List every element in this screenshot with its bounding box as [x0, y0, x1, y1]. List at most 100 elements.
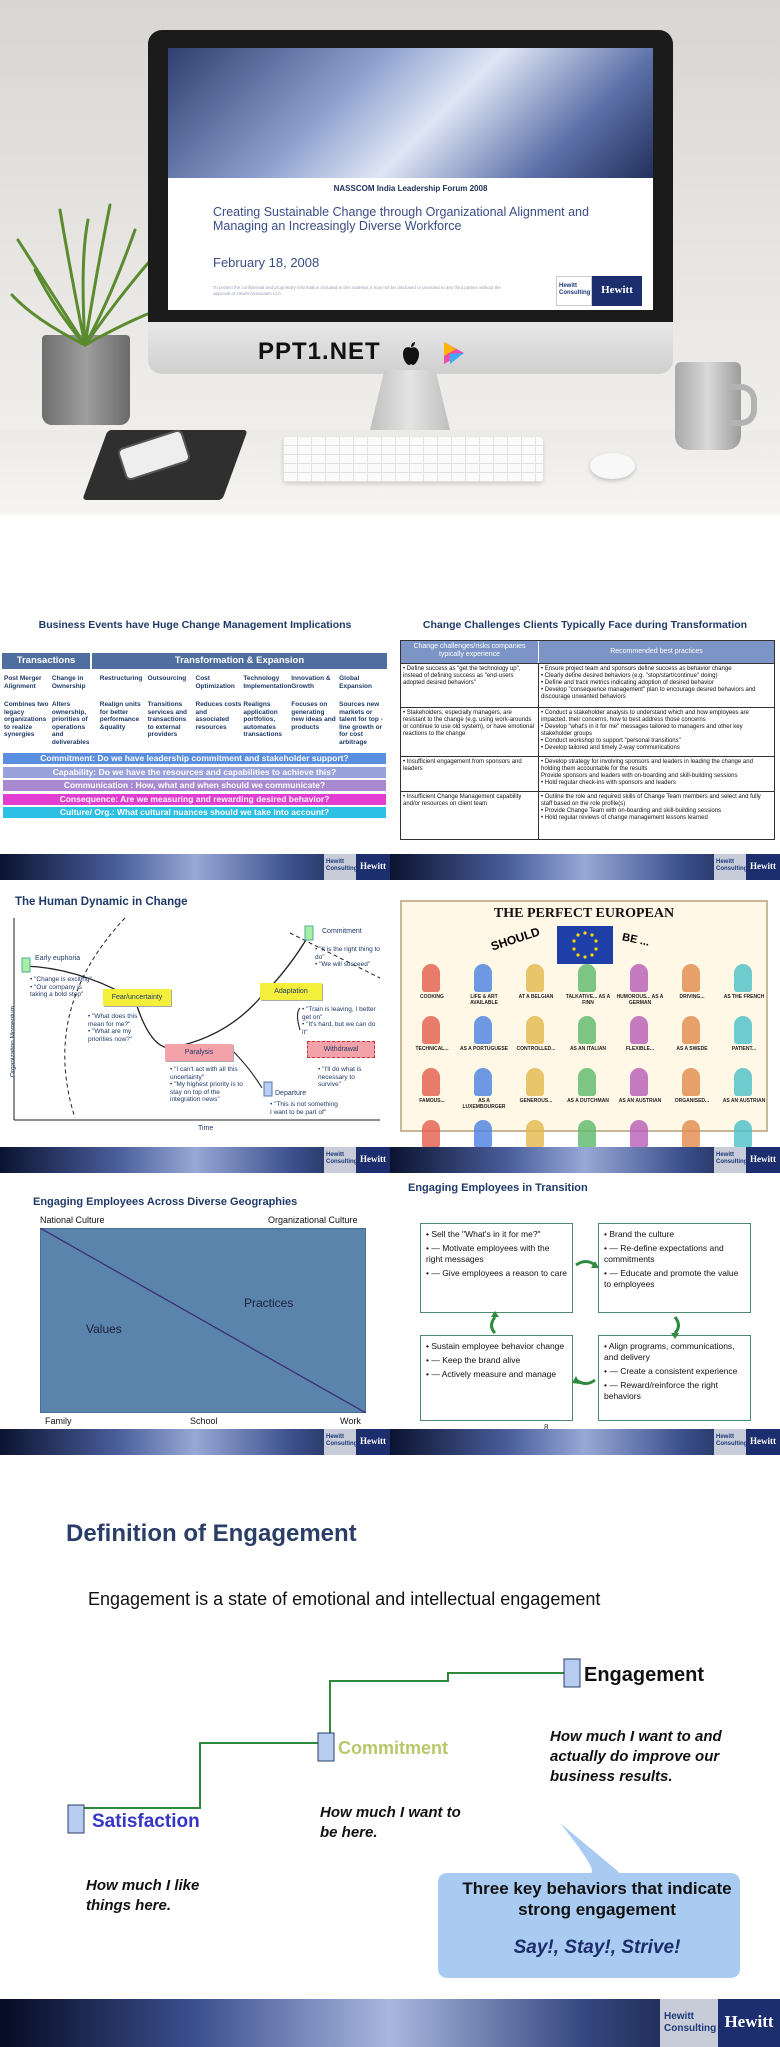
callout-say-stay-strive: Say!, Stay!, Strive!: [513, 1937, 681, 1958]
footer-hewitt: Hewitt: [746, 1429, 780, 1455]
table-cell-practice: • Ensure project team and sponsors defin…: [538, 663, 774, 707]
slide-date: February 18, 2008: [213, 255, 320, 270]
event-column-head: Outsourcing: [147, 675, 187, 682]
table-cell-practice: • Outline the role and required skills o…: [538, 791, 774, 839]
box-line: • — Educate and promote the value to emp…: [604, 1268, 739, 1289]
cartoon-caption: AS A LUXEMBOURGER: [462, 1098, 506, 1110]
footer-consulting: Hewitt Consulting: [324, 854, 357, 880]
footer-consulting: Hewitt Consulting: [714, 1147, 747, 1173]
footer-consulting: Hewitt Consulting: [714, 854, 747, 880]
poster-title: THE PERFECT EUROPEAN: [493, 906, 675, 921]
slide-diverse-geographies: Engaging Employees Across Diverse Geogra…: [0, 1180, 390, 1455]
poster-be: BE ...: [621, 931, 651, 949]
table-cell-challenge: • Define success as "get the technology …: [401, 663, 538, 707]
cartoon-figure: [630, 1068, 648, 1096]
box-line: • — Reward/reinforce the right behaviors: [604, 1380, 718, 1401]
cartoon-figure: [734, 1120, 752, 1148]
table-cell-practice: • Conduct a stakeholder analysis to unde…: [538, 707, 774, 756]
cartoon-figure: [526, 1016, 544, 1044]
slide-hero-photo: [168, 48, 653, 178]
cartoon-figure: [422, 1120, 440, 1148]
event-column-body: Realigns application portfolios, automat…: [243, 701, 283, 738]
label-early-euphoria: Early euphoria: [35, 955, 81, 962]
footer-hewitt: Hewitt: [356, 1429, 390, 1455]
quote-satisfaction: How much I like things here.: [86, 1877, 200, 1914]
footer-consulting: Hewitt Consulting: [660, 1999, 718, 2047]
label-commitment: Commitment: [322, 928, 362, 935]
quote-paralysis: • "I can't act with all this uncertainty…: [170, 1066, 243, 1103]
cartoon-caption: COOKING: [420, 994, 444, 1000]
label-satisfaction: Satisfaction: [92, 1811, 200, 1832]
cartoon-poster: THE PERFECT EUROPEAN SHOULD BE ... COOKI…: [400, 900, 768, 1156]
question-bar: Capability: Do we have the resources and…: [3, 766, 386, 778]
cartoon-figure: [526, 1120, 544, 1148]
label-work: Work: [340, 1416, 361, 1426]
cartoon-caption: AS A DUTCHMAN: [567, 1098, 609, 1104]
cartoon-figure: [578, 1120, 596, 1148]
slide-definition-engagement: Definition of Engagement Engagement is a…: [0, 1483, 780, 2047]
quote-engagement: How much I want to and actually do impro…: [550, 1728, 722, 1785]
cartoon-caption: CONTROLLED...: [516, 1046, 556, 1052]
page-number: 8: [544, 1423, 549, 1432]
slide-human-dynamic: The Human Dynamic in Change Organization…: [0, 888, 390, 1173]
slide-title: Engaging Employees Across Diverse Geogra…: [33, 1196, 298, 1208]
hewitt-consulting-logo: Hewitt Consulting: [556, 276, 592, 306]
cartoon-caption: ORGANISED...: [674, 1098, 710, 1104]
footer-hewitt: Hewitt: [746, 854, 780, 880]
box-line: • Align programs, communications, and de…: [604, 1341, 735, 1362]
header-transactions: Transactions: [2, 653, 92, 669]
cartoon-caption: AS AN AUSTRIAN: [722, 1098, 766, 1104]
cartoon-caption: AS THE FRENCH: [723, 994, 765, 1000]
event-column-head: Cost Optimization: [195, 675, 235, 690]
slide-business-events: Business Events have Huge Change Managem…: [0, 595, 390, 880]
event-column-head: Technology Implementation: [243, 675, 292, 690]
cartoon-figure: [682, 1016, 700, 1044]
callout-text: Three key behaviors that indicate strong…: [462, 1879, 732, 1919]
monitor-stand: [370, 370, 450, 430]
label-commitment: Commitment: [338, 1738, 449, 1758]
box-line: • Sell the "What's in it for me?": [426, 1229, 541, 1239]
engagement-steps-diagram: [67, 1658, 740, 1978]
cartoon-figure: [734, 1016, 752, 1044]
colorful-play-icon: [444, 342, 464, 364]
table-cell-practice: • Develop strategy for involving sponsor…: [538, 756, 774, 791]
quote-withdrawal: • "I'll do what is necessary to survive": [318, 1066, 362, 1088]
footer-consulting: Hewitt Consulting: [324, 1429, 357, 1455]
slide-title: Engaging Employees in Transition: [408, 1182, 588, 1194]
table-cell-challenge: • Insufficient engagement from sponsors …: [401, 756, 538, 791]
hewitt-logo: Hewitt: [592, 276, 642, 306]
box-sell: • Sell the "What's in it for me?"• — Mot…: [420, 1223, 573, 1313]
values-practices-diagram: [40, 1228, 366, 1413]
cartoon-figure: [578, 964, 596, 992]
hero-image: NASSCOM India Leadership Forum 2008 Crea…: [0, 0, 780, 515]
event-column-head: Restructuring: [99, 675, 143, 682]
box-line: • — Keep the brand alive: [426, 1355, 521, 1365]
cartoon-figure: [422, 1016, 440, 1044]
footer-hewitt: Hewitt: [356, 1147, 390, 1173]
label-family: Family: [45, 1416, 72, 1426]
table-cell-challenge: • Stakeholders, especially managers, are…: [401, 707, 538, 756]
axis-label-y: Organization Momentum: [9, 1005, 17, 1078]
mouse: [590, 453, 635, 479]
cartoon-caption: AS A SWEDE: [676, 1046, 708, 1052]
cartoon-caption: AS AN ITALIAN: [569, 1046, 607, 1052]
event-label: NASSCOM India Leadership Forum 2008: [333, 184, 488, 193]
footer-hewitt: Hewitt: [718, 1999, 780, 2047]
label-adaptation: Adaptation: [260, 983, 322, 1000]
box-line: • — Create a consistent experience: [604, 1366, 738, 1376]
box-line: • Brand the culture: [604, 1229, 675, 1239]
cycle-arrows-icon: [490, 1260, 680, 1385]
change-curve-diagram: [13, 917, 381, 1121]
label-practices: Practices: [244, 1296, 294, 1310]
plant-pot: [42, 335, 130, 425]
cartoon-figure: [474, 964, 492, 992]
event-column-head: Post Merger Alignment: [4, 675, 42, 690]
cartoon-caption: HUMOROUS... AS A GERMAN: [616, 994, 664, 1006]
quote-euphoria: • "Change is exciting" • "Our company is…: [30, 976, 92, 998]
